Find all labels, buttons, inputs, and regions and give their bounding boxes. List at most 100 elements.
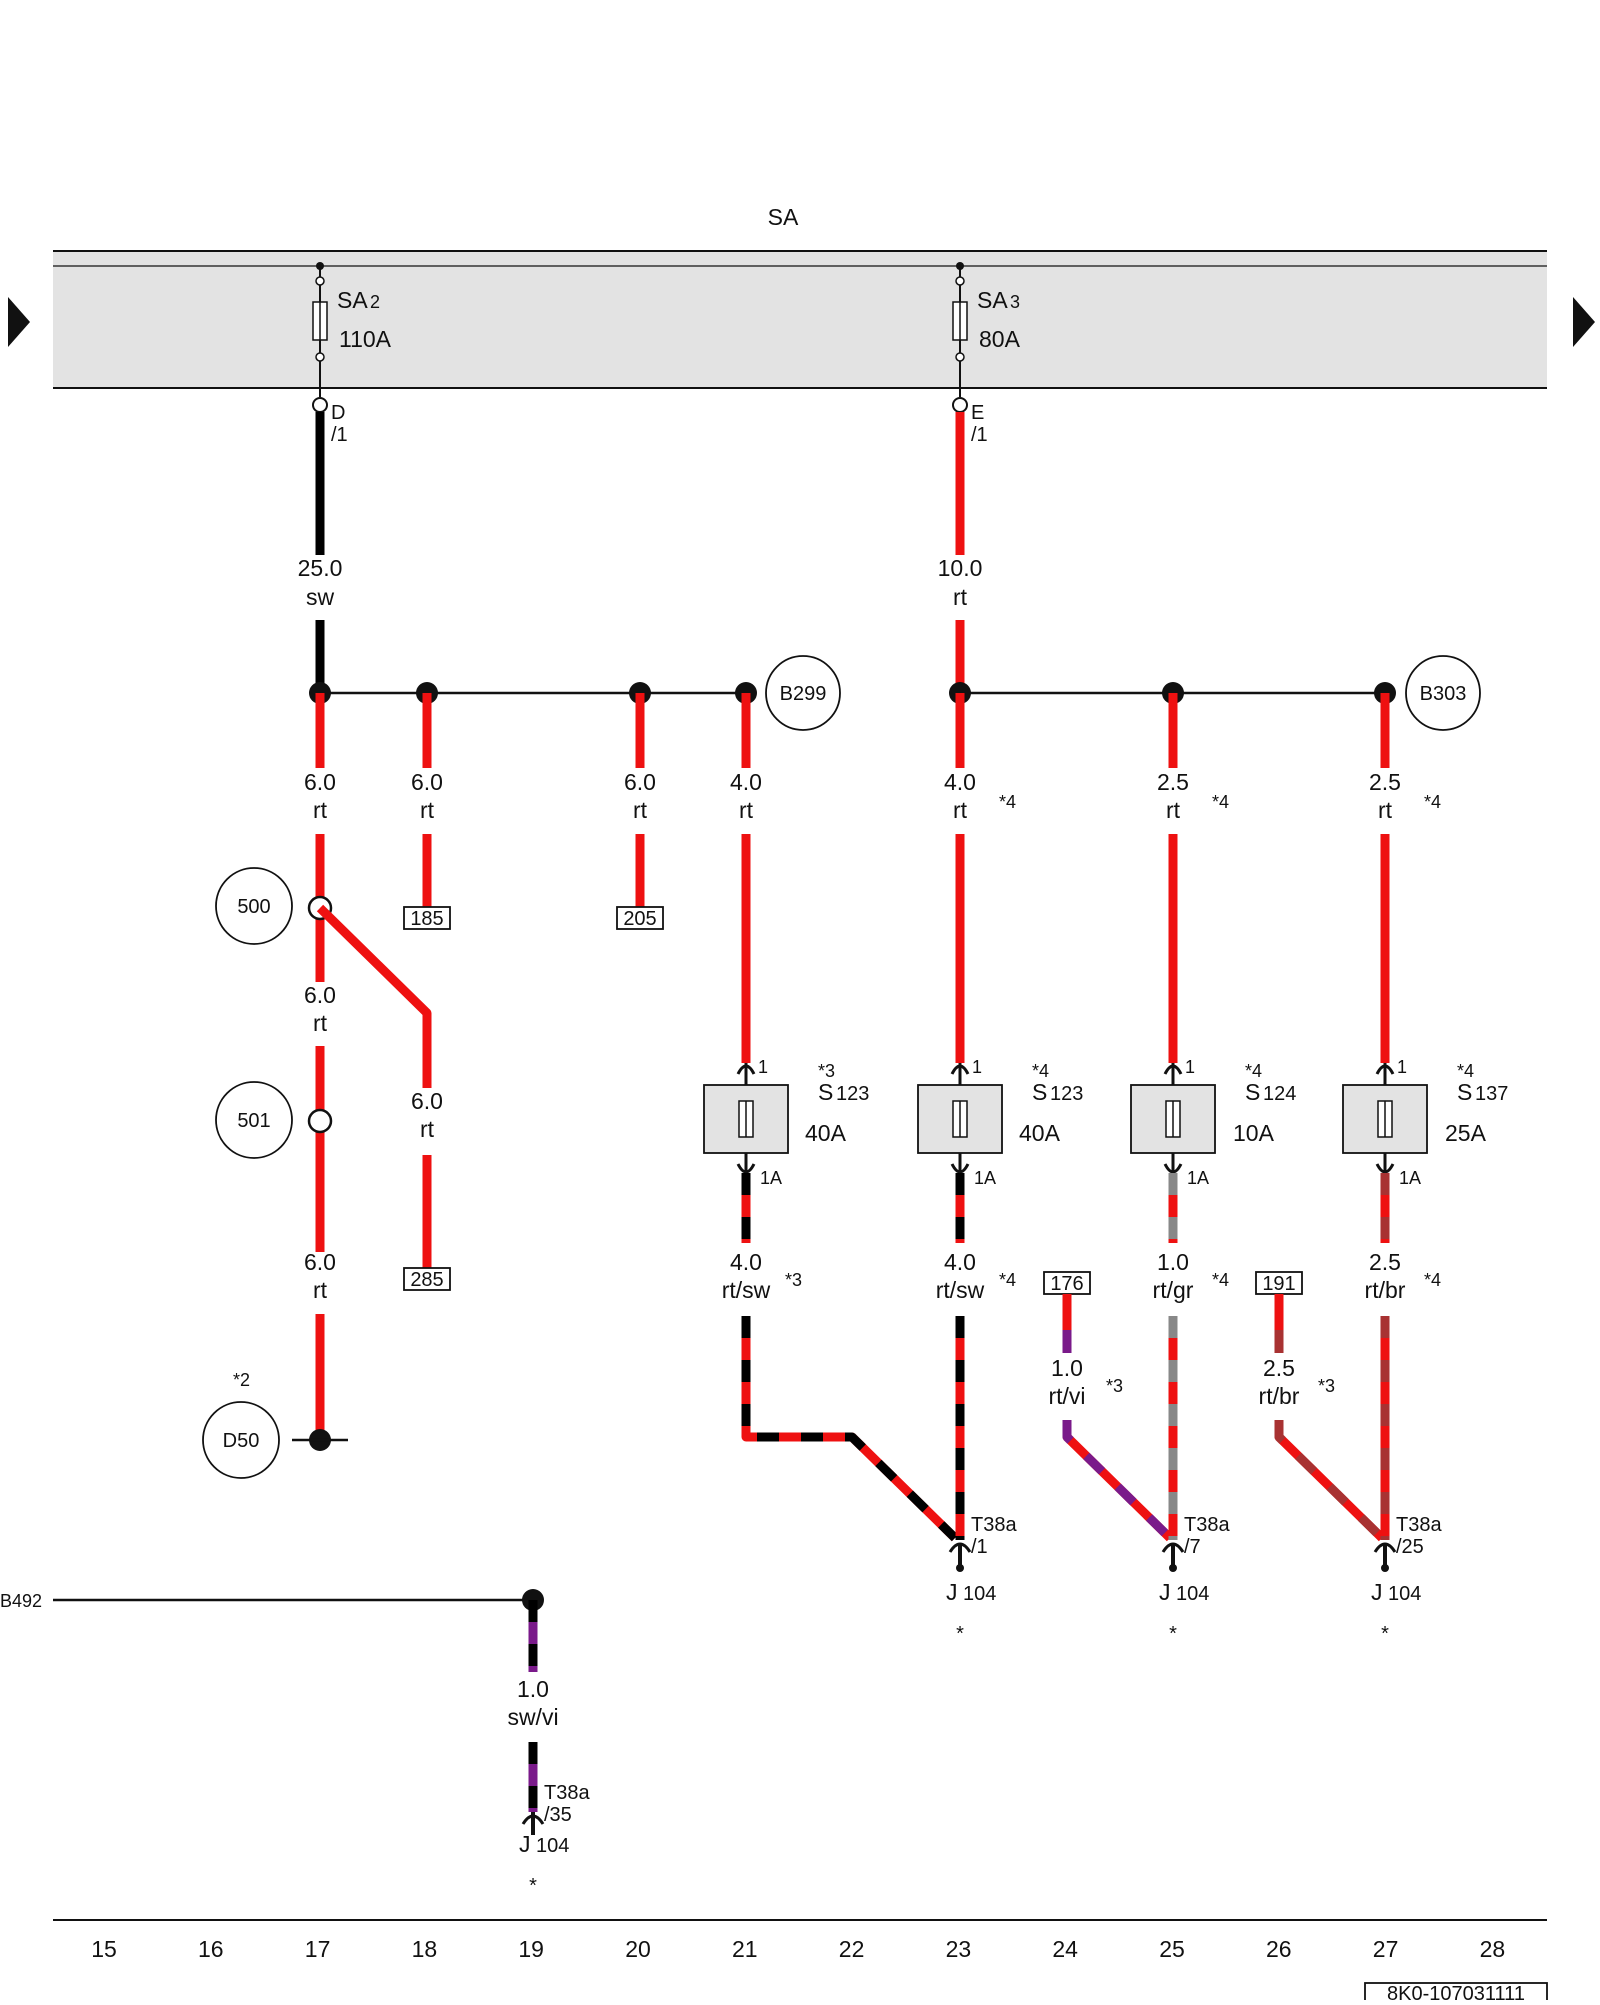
svg-text:*4: *4 — [1212, 1270, 1229, 1290]
svg-text:*: * — [1169, 1623, 1177, 1645]
svg-text:185: 185 — [410, 908, 443, 930]
doc-number: 8K0-107031111 — [1387, 1983, 1525, 2000]
svg-text:6.0: 6.0 — [304, 982, 336, 1008]
main-feeder-sw: 25.0 sw — [298, 412, 342, 693]
wire-col23-lower: 4.0 rt/sw *4 — [936, 1173, 1016, 1540]
svg-text:*4: *4 — [1032, 1061, 1049, 1081]
svg-text:T38a: T38a — [544, 1782, 590, 1804]
svg-text:J: J — [946, 1579, 958, 1605]
fuse-sa3-rating: 80A — [979, 326, 1021, 352]
svg-text:T38a: T38a — [971, 1514, 1017, 1536]
svg-text:104: 104 — [1388, 1583, 1421, 1605]
terminal-e-pin: /1 — [971, 424, 988, 446]
svg-text:rt/vi: rt/vi — [1048, 1383, 1085, 1409]
ref-285[interactable] — [403, 1267, 451, 1291]
svg-text:rt: rt — [953, 797, 968, 823]
svg-text:T38a: T38a — [1396, 1514, 1442, 1536]
svg-text:rt: rt — [313, 797, 328, 823]
ref-185[interactable] — [403, 906, 451, 930]
svg-text:40A: 40A — [805, 1120, 847, 1146]
svg-text:rt/br: rt/br — [1365, 1277, 1406, 1303]
connector-j104-pin1: T38a /1 J 104 * — [946, 1514, 1017, 1645]
fuse-module-s137: 1 1A *4 S 137 25A — [1342, 1057, 1508, 1188]
ref-205[interactable] — [616, 906, 664, 930]
svg-text:2.5: 2.5 — [1369, 769, 1401, 795]
svg-text:*4: *4 — [1424, 1270, 1441, 1290]
wire-col19: 1.0 sw/vi — [507, 1600, 559, 1812]
fuse-sa3-name: SA — [977, 287, 1008, 313]
svg-text:/25: /25 — [1396, 1536, 1424, 1558]
prev-page-arrow-icon[interactable] — [8, 297, 30, 347]
fuse-module-s123-b: 1 1A *4 S 123 40A — [917, 1057, 1083, 1188]
svg-text:/7: /7 — [1184, 1536, 1201, 1558]
svg-text:6.0: 6.0 — [624, 769, 656, 795]
svg-text:1A: 1A — [1187, 1168, 1209, 1188]
svg-text:J: J — [1371, 1579, 1383, 1605]
svg-text:191: 191 — [1262, 1273, 1295, 1295]
svg-text:1.0: 1.0 — [1051, 1355, 1083, 1381]
ruler-number: 15 — [91, 1936, 117, 1962]
svg-text:104: 104 — [536, 1835, 569, 1857]
ruler-number: 25 — [1159, 1936, 1185, 1962]
svg-text:rt: rt — [420, 1116, 435, 1142]
fuse-module-s124: 1 1A *4 S 124 10A — [1130, 1057, 1296, 1188]
svg-text:123: 123 — [836, 1083, 869, 1105]
terminal-e-label: E — [971, 402, 984, 424]
svg-text:*: * — [529, 1875, 537, 1897]
diagram-title: SA — [768, 204, 799, 230]
wire-col17: 6.0 rt 6.0 rt 6.0 rt — [304, 693, 336, 1440]
svg-text:2.5: 2.5 — [1369, 1249, 1401, 1275]
svg-text:*4: *4 — [1245, 1061, 1262, 1081]
svg-text:4.0: 4.0 — [730, 769, 762, 795]
svg-text:25A: 25A — [1445, 1120, 1487, 1146]
wire-col25-upper: 2.5 rt *4 — [1157, 693, 1229, 1063]
connector-j104-pin35: T38a /35 J 104 * — [519, 1782, 590, 1897]
svg-text:6.0: 6.0 — [304, 769, 336, 795]
svg-text:124: 124 — [1263, 1083, 1296, 1105]
svg-text:10A: 10A — [1233, 1120, 1275, 1146]
fuse-box — [53, 250, 1547, 389]
ground-point-d50 — [202, 1401, 280, 1479]
wire-col20: 6.0 rt — [624, 693, 656, 908]
svg-text:S: S — [1245, 1079, 1260, 1105]
svg-text:104: 104 — [1176, 1583, 1209, 1605]
svg-text:137: 137 — [1475, 1083, 1508, 1105]
fuse-sa3: SA 3 80A — [952, 262, 1021, 397]
svg-text:sw: sw — [306, 584, 335, 610]
svg-text:rt: rt — [1378, 797, 1393, 823]
svg-text:1A: 1A — [1399, 1168, 1421, 1188]
svg-text:1.0: 1.0 — [1157, 1249, 1189, 1275]
svg-text:rt: rt — [633, 797, 648, 823]
ruler-number: 28 — [1480, 1936, 1506, 1962]
fuse-sa3-index: 3 — [1010, 292, 1020, 312]
ref-b492-label: B492 — [0, 1591, 42, 1611]
svg-text:4.0: 4.0 — [944, 769, 976, 795]
fuse-sa2-rating: 110A — [339, 326, 392, 352]
svg-text:205: 205 — [623, 908, 656, 930]
svg-text:J: J — [1159, 1579, 1171, 1605]
ruler-number: 16 — [198, 1936, 224, 1962]
wire-col23-upper: 4.0 rt *4 — [944, 693, 1016, 1063]
svg-text:501: 501 — [237, 1110, 270, 1132]
terminal-e — [952, 397, 968, 413]
svg-text:285: 285 — [410, 1269, 443, 1291]
svg-text:1.0: 1.0 — [517, 1676, 549, 1702]
wire-col21-upper: 4.0 rt — [730, 693, 762, 1063]
terminal-d-pin: /1 — [331, 424, 348, 446]
wire-col21-lower: 4.0 rt/sw *3 — [722, 1173, 959, 1542]
ground-point-b299 — [765, 655, 841, 731]
svg-text:1: 1 — [1397, 1057, 1407, 1077]
svg-text:1: 1 — [1185, 1057, 1195, 1077]
ruler-number: 23 — [946, 1936, 972, 1962]
next-page-arrow-icon[interactable] — [1573, 297, 1595, 347]
svg-text:T38a: T38a — [1184, 1514, 1230, 1536]
ruler-number: 27 — [1373, 1936, 1399, 1962]
svg-text:D50: D50 — [223, 1430, 260, 1452]
ground-point-500 — [215, 867, 293, 945]
svg-text:rt: rt — [1166, 797, 1181, 823]
ruler-number: 24 — [1052, 1936, 1078, 1962]
svg-text:rt: rt — [313, 1277, 328, 1303]
ruler-number: 22 — [839, 1936, 865, 1962]
